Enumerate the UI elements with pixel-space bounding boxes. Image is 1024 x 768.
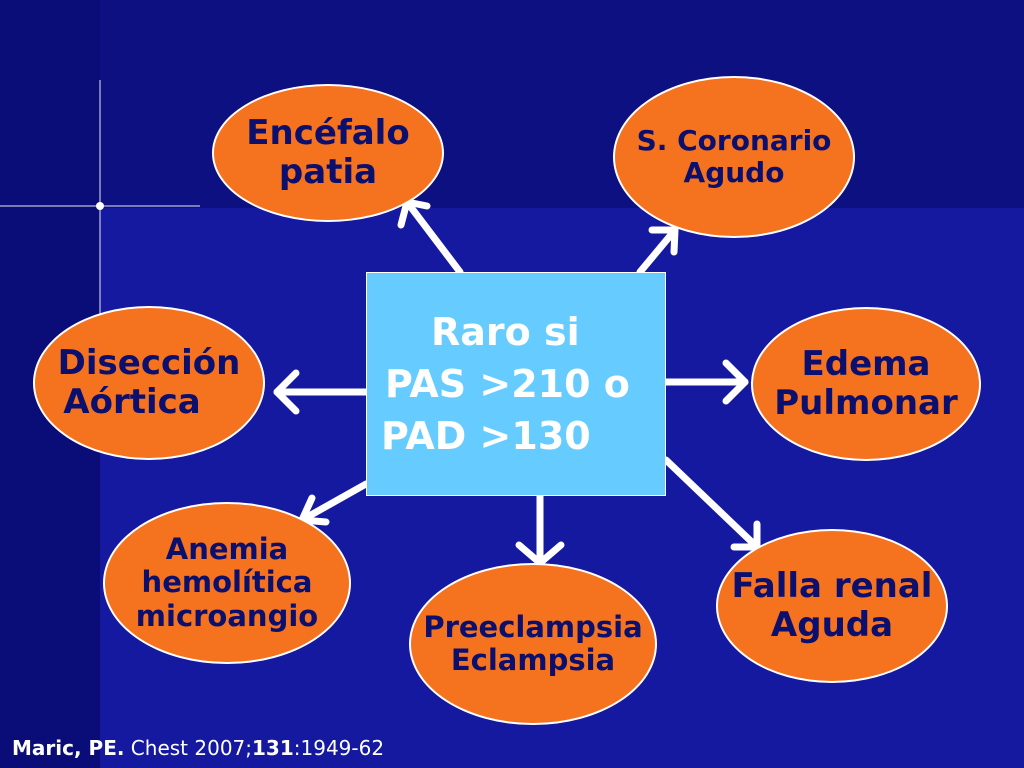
- arrow-to-anemia: [298, 480, 370, 526]
- node-edema-line-2: Pulmonar: [774, 383, 958, 423]
- node-diseccion-line-2: Aórtica: [63, 382, 201, 422]
- citation: Maric, PE. Chest 2007;131:1949-62: [12, 736, 384, 760]
- citation-journal: Chest 2007;: [124, 736, 253, 760]
- node-anemia-line-3: microangio: [135, 598, 319, 633]
- node-anemia-line-2: hemolítica: [141, 565, 313, 600]
- center-line-3: PAD >130: [381, 414, 591, 458]
- node-preeclampsia-line-1: Preeclampsia: [423, 609, 643, 644]
- background-top-band: [0, 0, 1024, 208]
- node-anemia: Anemia hemolítica microangio: [103, 502, 351, 664]
- arrow-to-coronario: [636, 226, 679, 276]
- arrow-to-preeclampsia: [515, 492, 565, 567]
- node-edema: Edema Pulmonar: [751, 307, 981, 461]
- arrow-to-encefalopatia: [397, 198, 464, 276]
- node-diseccion: Disección Aórtica: [33, 306, 265, 460]
- node-falla-renal: Falla renal Aguda: [716, 529, 948, 683]
- node-preeclampsia-line-2: Eclampsia: [450, 643, 616, 677]
- node-falla-renal-line-1: Falla renal: [731, 565, 933, 606]
- arrow-to-falla-renal: [662, 456, 761, 551]
- node-diseccion-line-1: Disección: [57, 342, 241, 383]
- arrow-to-edema: [662, 359, 749, 405]
- citation-pages: :1949-62: [293, 736, 385, 760]
- center-line-1: Raro si: [431, 310, 580, 354]
- citation-author: Maric, PE.: [12, 736, 125, 760]
- citation-volume: 131: [252, 736, 294, 760]
- node-coronario-line-2: Agudo: [683, 156, 785, 189]
- node-encefalopatia-line-1: Encéfalo: [246, 112, 410, 153]
- node-encefalopatia-line-2: patia: [278, 152, 378, 192]
- node-coronario-line-1: S. Coronario: [636, 123, 832, 157]
- node-falla-renal-line-2: Aguda: [770, 605, 894, 645]
- node-encefalopatia: Encéfalo patia: [212, 84, 444, 222]
- center-line-2: PAS >210 o: [385, 362, 630, 406]
- node-edema-line-1: Edema: [801, 343, 931, 384]
- node-preeclampsia: Preeclampsia Eclampsia: [409, 563, 657, 725]
- arrow-to-diseccion: [273, 369, 370, 415]
- center-box: Raro si PAS >210 o PAD >130: [366, 272, 666, 496]
- node-coronario: S. Coronario Agudo: [613, 76, 855, 238]
- node-anemia-line-1: Anemia: [165, 531, 289, 566]
